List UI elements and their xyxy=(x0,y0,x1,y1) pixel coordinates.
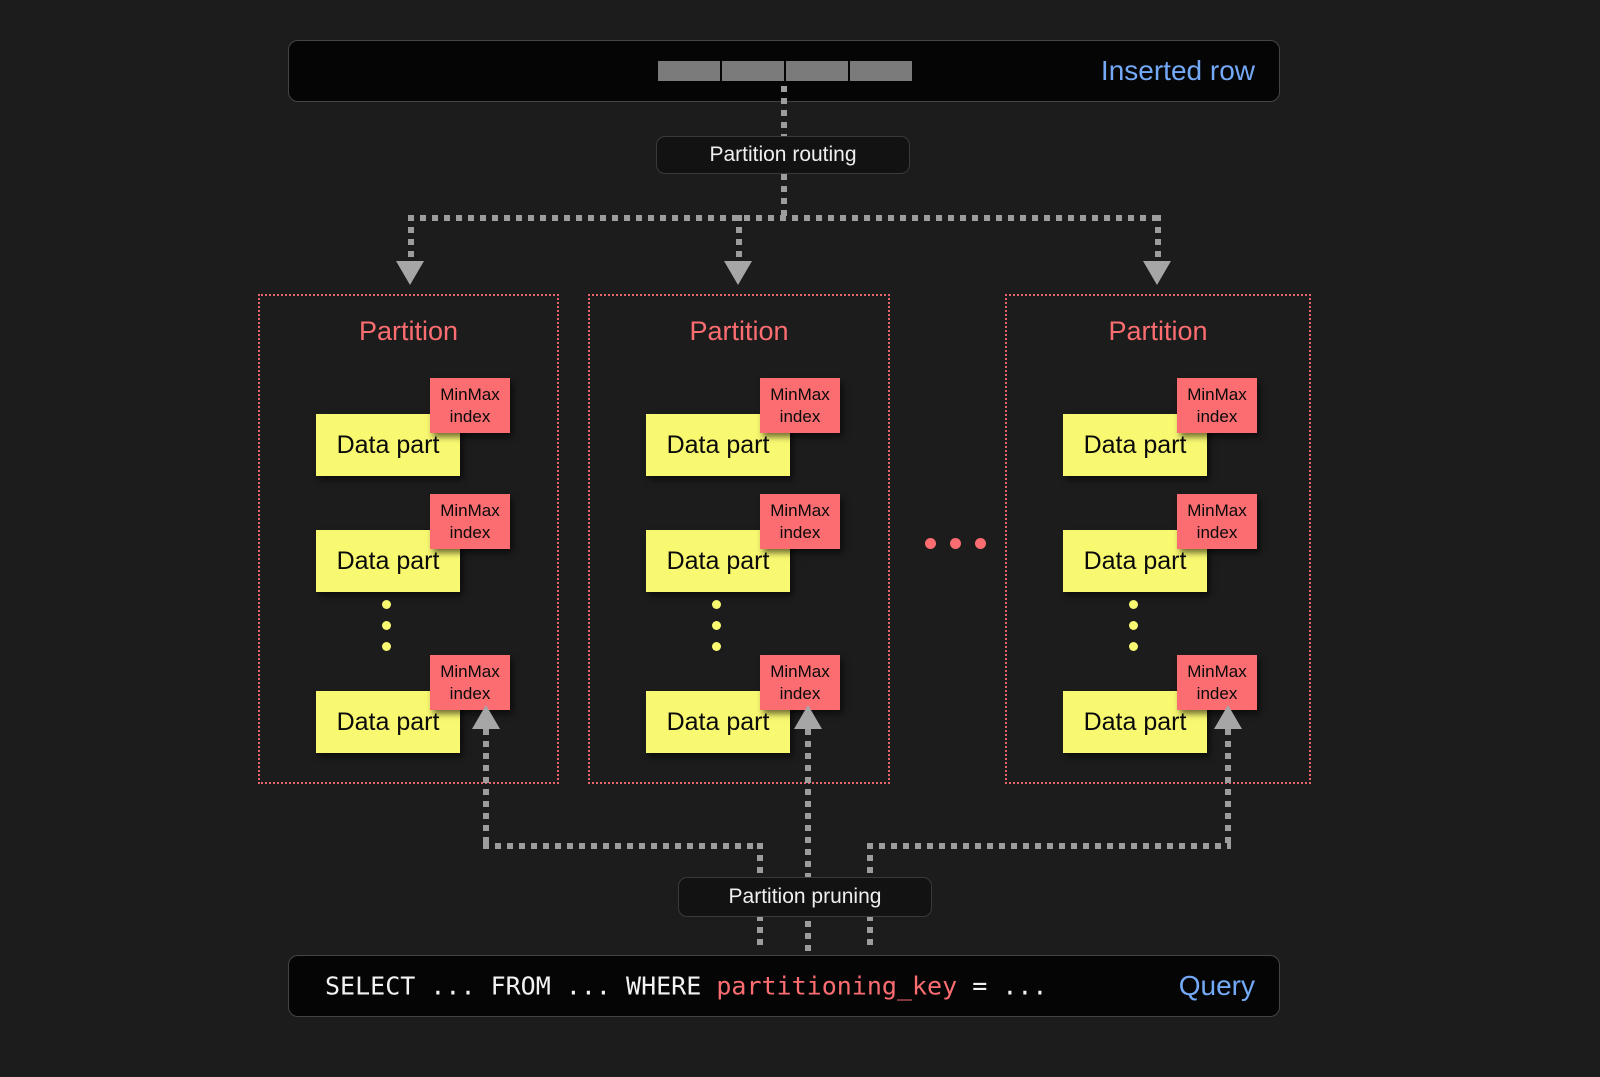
ellipsis-dot xyxy=(950,538,961,549)
ellipsis-dot xyxy=(712,621,721,630)
inserted-row-label: Inserted row xyxy=(1100,55,1255,86)
connector-routing-to-partition-1 xyxy=(736,215,742,265)
ellipsis-dot xyxy=(1129,642,1138,651)
query-label: Query xyxy=(1178,970,1255,1001)
row-cell xyxy=(786,61,848,81)
query-prefix: SELECT ... FROM ... WHERE xyxy=(325,971,717,1001)
connector-prune-to-partition-0-v xyxy=(483,729,489,847)
connector-routing-bus xyxy=(408,215,1158,221)
ellipsis-dot xyxy=(1129,600,1138,609)
data-part-ellipsis xyxy=(1129,600,1138,651)
partition-ellipsis xyxy=(925,538,986,549)
data-part-box: Data part xyxy=(316,691,460,753)
row-cell xyxy=(722,61,784,81)
connector-prune-to-partition-2-v xyxy=(1225,729,1231,847)
arrow-up-partition-2 xyxy=(1214,705,1242,729)
inserted-row-bar: Inserted row xyxy=(288,40,1280,102)
connector-prune-to-partition-2-h xyxy=(867,843,1231,849)
row-cell xyxy=(658,61,720,81)
data-part-ellipsis xyxy=(382,600,391,651)
ellipsis-dot xyxy=(382,621,391,630)
data-part-ellipsis xyxy=(712,600,721,651)
arrow-down-partition-1 xyxy=(724,261,752,285)
connector-routing-to-partition-2 xyxy=(1155,215,1161,265)
ellipsis-dot xyxy=(382,600,391,609)
partition-pruning-label: Partition pruning xyxy=(728,885,882,908)
query-bar: SELECT ... FROM ... WHERE partitioning_k… xyxy=(288,955,1280,1017)
partition-title-2: Partition xyxy=(1108,316,1208,346)
ellipsis-dot xyxy=(382,642,391,651)
connector-prune-to-partition-1 xyxy=(805,729,811,951)
arrow-up-partition-1 xyxy=(794,705,822,729)
ellipsis-dot xyxy=(925,538,936,549)
partition-title-0: Partition xyxy=(358,316,459,346)
partition-routing-box[interactable]: Partition routing xyxy=(656,136,910,174)
partition-title-1: Partition xyxy=(689,316,789,346)
partition-routing-label: Partition routing xyxy=(709,143,857,166)
ellipsis-dot xyxy=(712,642,721,651)
arrow-down-partition-2 xyxy=(1143,261,1171,285)
ellipsis-dot xyxy=(712,600,721,609)
connector-prune-to-partition-0-h xyxy=(483,843,763,849)
query-suffix: = ... xyxy=(957,971,1048,1001)
connector-row-to-routing xyxy=(781,86,787,138)
connector-routing-to-partition-0 xyxy=(408,215,414,265)
row-cell xyxy=(850,61,912,81)
data-part-box: Data part xyxy=(316,530,460,592)
arrow-up-partition-0 xyxy=(472,705,500,729)
connector-routing-down xyxy=(781,174,787,218)
data-part-box: Data part xyxy=(646,691,790,753)
inserted-row-cells xyxy=(658,61,912,81)
arrow-down-partition-0 xyxy=(396,261,424,285)
data-part-box: Data part xyxy=(646,414,790,476)
query-partitioning-key: partitioning_key xyxy=(716,971,958,1001)
query-text: SELECT ... FROM ... WHERE partitioning_k… xyxy=(325,972,1047,1001)
ellipsis-dot xyxy=(975,538,986,549)
partition-pruning-box[interactable]: Partition pruning xyxy=(678,877,932,917)
ellipsis-dot xyxy=(1129,621,1138,630)
